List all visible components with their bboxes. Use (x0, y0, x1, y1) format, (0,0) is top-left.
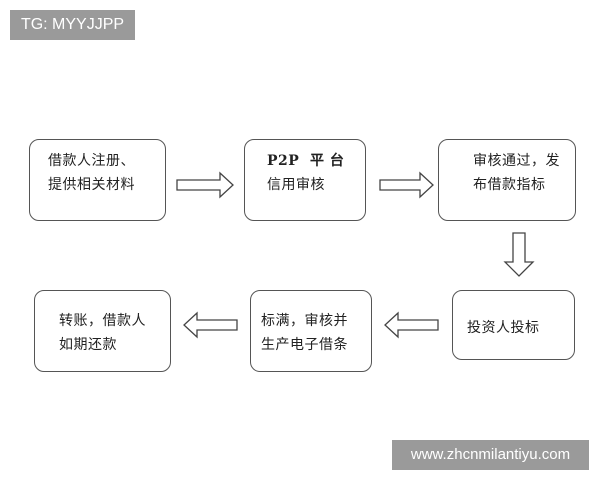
watermark-bottom-right: www.zhcnmilantiyu.com (392, 440, 589, 470)
step-line: 提供相关材料 (48, 177, 135, 193)
arrow-left-icon (183, 311, 238, 339)
watermark-top-left: TG: MYYJJPP (10, 10, 135, 40)
step-borrower-register: 借款人注册、 提供相关材料 (29, 139, 166, 221)
step-line: 信用审核 (267, 177, 325, 193)
arrow-down-icon (503, 232, 535, 277)
arrow-right-icon (176, 171, 234, 199)
step-platform-credit-review: P2P 平 台 信用审核 (244, 139, 366, 221)
step-investor-bid: 投资人投标 (452, 290, 575, 360)
step-line: 投资人投标 (467, 320, 540, 336)
step-publish-loan-target: 审核通过，发 布借款指标 (438, 139, 576, 221)
step-transfer-repay: 转账，借款人 如期还款 (34, 290, 171, 372)
step-generate-iou: 标满，审核并 生产电子借条 (250, 290, 372, 372)
arrow-left-icon (384, 311, 439, 339)
step-line: 借款人注册、 (48, 153, 135, 169)
step-line: 审核通过，发 (473, 153, 560, 169)
step-line: 如期还款 (59, 337, 117, 353)
step-line: 标满，审核并 (261, 313, 348, 329)
step-line: 布借款指标 (473, 177, 546, 193)
step-line: 转账，借款人 (59, 313, 146, 329)
arrow-right-icon (379, 171, 434, 199)
step-line: 生产电子借条 (261, 337, 348, 353)
step-line: P2P 平 台 (267, 153, 345, 169)
